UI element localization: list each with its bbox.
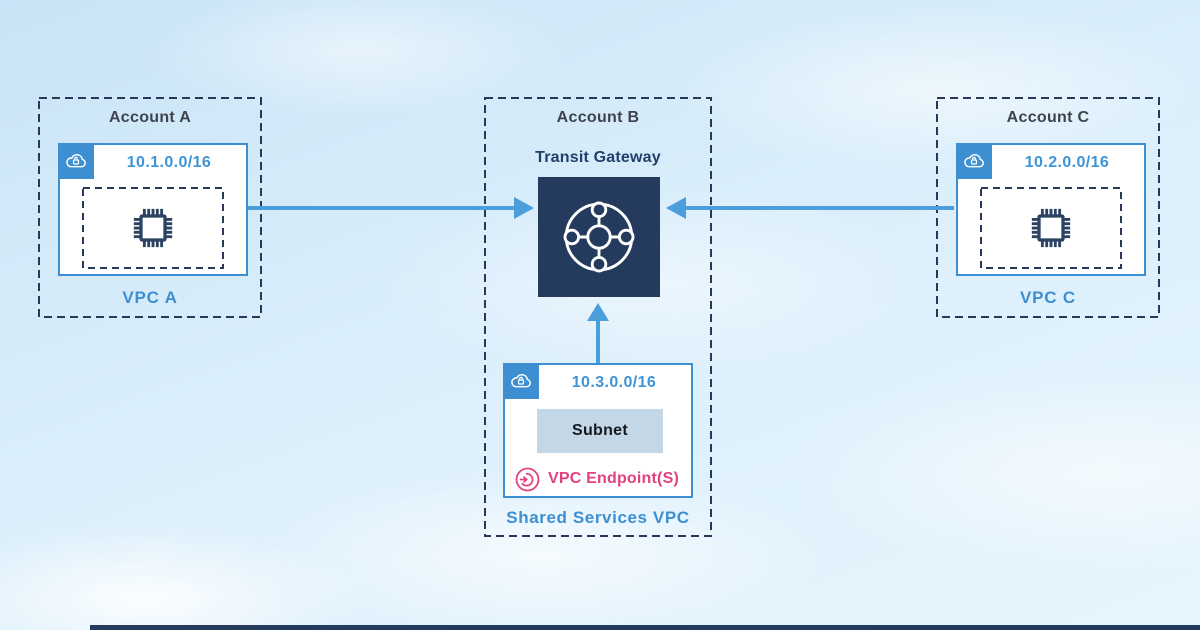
shared-services-vpc-box: 10.3.0.0/16 Subnet VPC Endpoint(S)	[503, 363, 693, 498]
arrow-vpcc-to-tgw-line	[686, 206, 954, 210]
cloud-lock-icon	[66, 154, 86, 168]
account-c-title: Account C	[1006, 109, 1090, 126]
vpc-a-label: VPC A	[122, 288, 178, 307]
arrow-sharedvpc-to-tgw-line	[596, 319, 600, 363]
account-b-dashed-border	[484, 97, 712, 537]
shared-services-vpc-label: Shared Services VPC	[506, 508, 690, 527]
arrow-vpca-to-tgw-line	[248, 206, 514, 210]
account-a-title: Account A	[108, 109, 192, 126]
account-c-group: Account C 10.2.0.0/16 VPC C	[936, 97, 1160, 318]
cloud-lock-icon	[511, 374, 531, 388]
vpc-tab	[956, 143, 992, 179]
account-b-title: Account B	[556, 109, 640, 126]
vpc-endpoint-row: VPC Endpoint(S)	[514, 465, 679, 493]
vpc-tab	[503, 363, 539, 399]
shared-vpc-cidr: 10.3.0.0/16	[571, 374, 657, 391]
arrow-vpcc-to-tgw-head	[666, 197, 686, 219]
vpc-a-box: 10.1.0.0/16	[58, 143, 248, 276]
account-a-group: Account A 10.1.0.0/16 VPC A	[38, 97, 262, 318]
arrow-sharedvpc-to-tgw-head	[587, 303, 609, 321]
transit-gateway-icon	[563, 201, 635, 273]
subnet-box: Subnet	[537, 409, 663, 453]
transit-gateway-label: Transit Gateway	[535, 149, 661, 166]
vpc-endpoint-icon	[515, 467, 540, 491]
vpc-c-instance-boundary	[980, 187, 1122, 269]
arrow-vpca-to-tgw-head	[514, 197, 534, 219]
vpc-a-instance-boundary	[82, 187, 224, 269]
bottom-accent-bar	[90, 625, 1200, 630]
vpc-c-label: VPC C	[1020, 288, 1076, 307]
vpc-endpoint-label: VPC Endpoint(S)	[548, 470, 679, 487]
vpc-c-cidr: 10.2.0.0/16	[1024, 154, 1110, 171]
vpc-a-cidr: 10.1.0.0/16	[126, 154, 212, 171]
instance-dashed-border	[980, 187, 1122, 269]
cloud-lock-icon	[964, 154, 984, 168]
account-b-group: Account B Transit Gateway	[484, 97, 712, 537]
chip-icon	[133, 208, 173, 248]
instance-dashed-border	[82, 187, 224, 269]
transit-gateway-node	[538, 177, 660, 297]
vpc-c-box: 10.2.0.0/16	[956, 143, 1146, 276]
vpc-tab	[58, 143, 94, 179]
chip-icon	[1031, 208, 1071, 248]
